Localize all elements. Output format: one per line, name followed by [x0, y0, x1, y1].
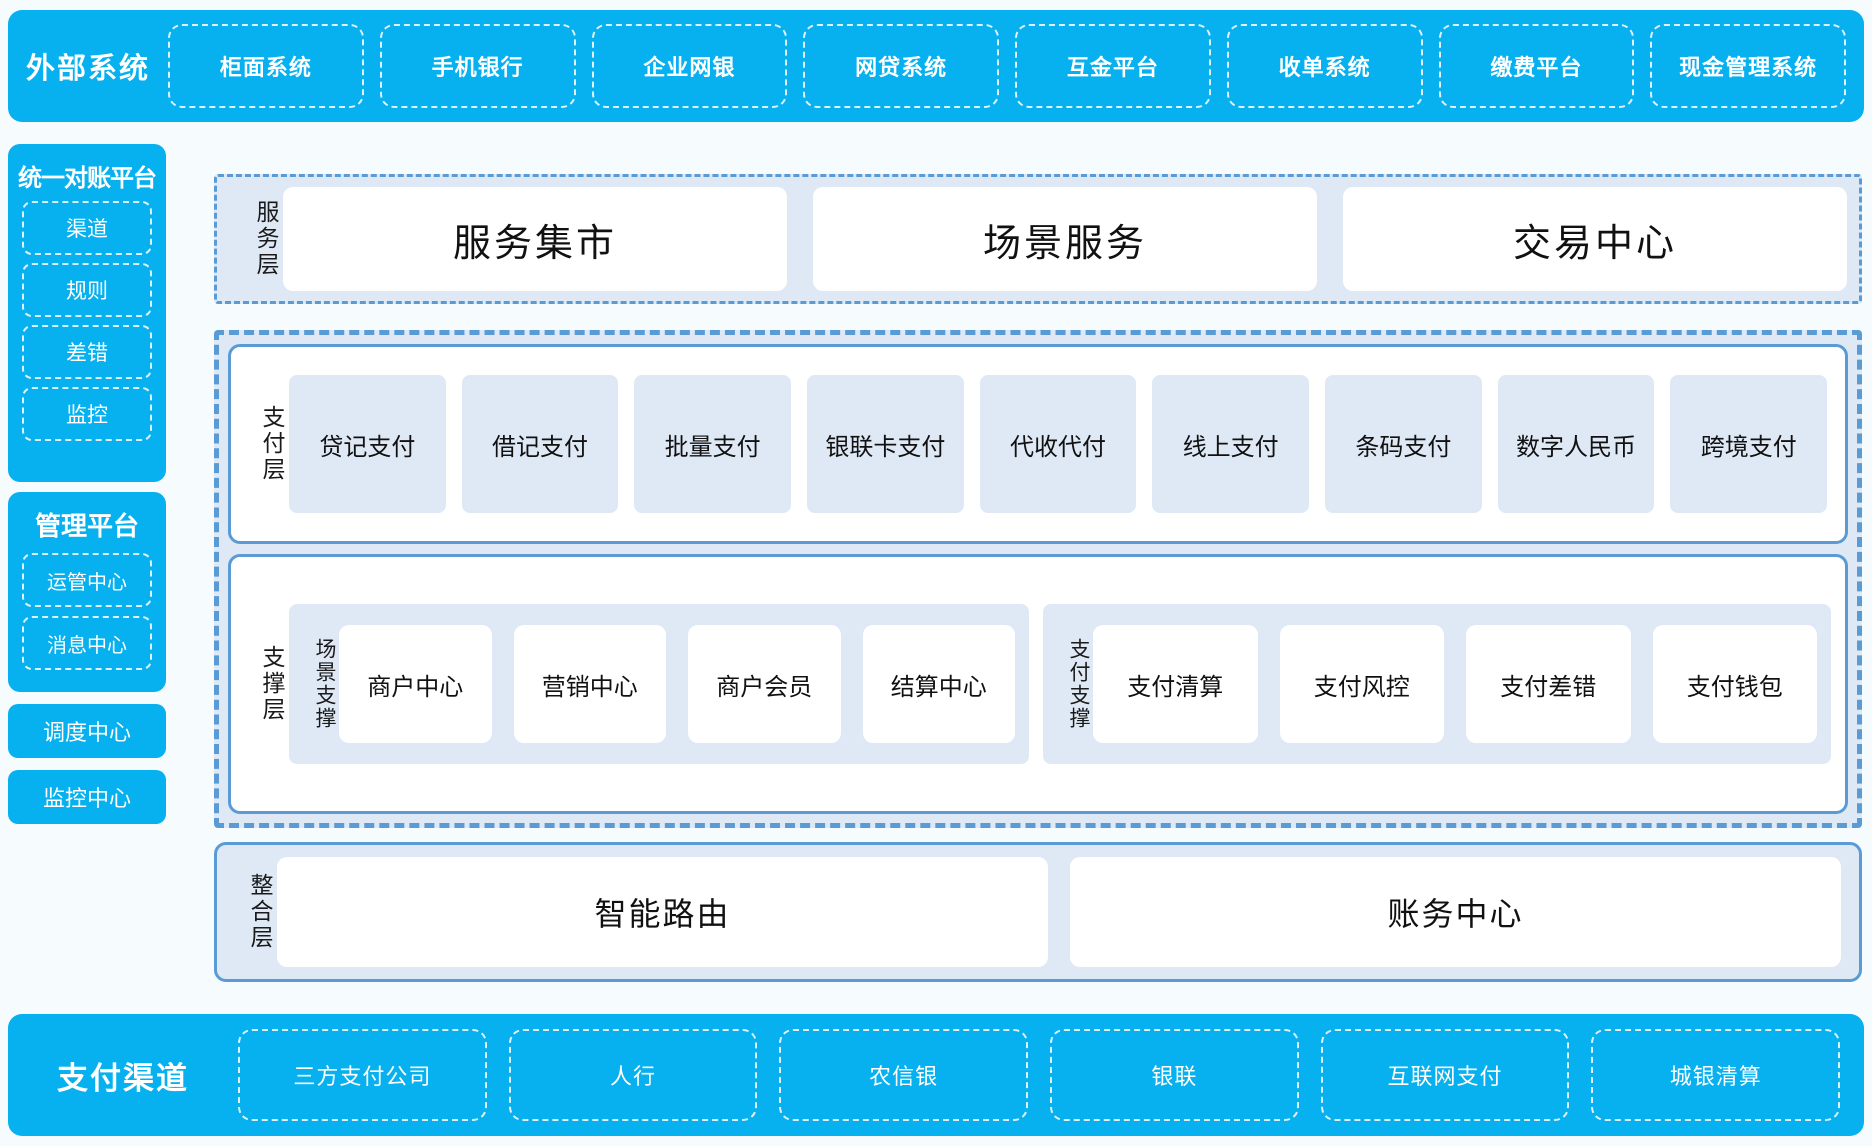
payment-risk-control-box[interactable]: 支付风控 [1279, 625, 1444, 743]
payment-item-collection-payment[interactable]: 代收代付 [979, 375, 1137, 513]
support-layer-container: 支撑层 场景支撑 商户中心 营销中心 商户会员 结算中心 支付支撑 支付清算 [228, 554, 1848, 814]
channel-item-third-party[interactable]: 三方支付公司 [238, 1029, 487, 1121]
reconciliation-platform-title: 统一对账平台 [18, 165, 157, 192]
external-systems-title: 外部系统 [25, 53, 150, 85]
payment-item-batch[interactable]: 批量支付 [634, 375, 792, 513]
payment-clearing-box[interactable]: 支付清算 [1093, 625, 1258, 743]
external-system-item[interactable]: 手机银行 [379, 24, 576, 108]
accounting-center-box[interactable]: 账务中心 [1070, 857, 1841, 967]
core-layers-container: 支付层 贷记支付 借记支付 批量支付 银联卡支付 代收代付 线上支付 条码支付 … [214, 330, 1862, 828]
sidebar-item-channel[interactable]: 渠道 [22, 201, 152, 255]
service-layer-container: 服务层 服务集市 场景服务 交易中心 [214, 174, 1862, 304]
integration-layer-items: 智能路由 账务中心 [277, 857, 1841, 967]
sidebar-item-message-center[interactable]: 消息中心 [22, 616, 152, 670]
channel-item-internet-payment[interactable]: 互联网支付 [1320, 1029, 1570, 1121]
sidebar-item-monitor[interactable]: 监控 [22, 387, 152, 441]
sidebar-item-error[interactable]: 差错 [22, 325, 152, 379]
payment-item-barcode[interactable]: 条码支付 [1325, 375, 1482, 513]
external-system-item[interactable]: 缴费平台 [1438, 24, 1635, 108]
external-systems-band: 外部系统 柜面系统 手机银行 企业网银 网贷系统 互金平台 收单系统 缴费平台 … [8, 10, 1864, 122]
scenario-support-group: 场景支撑 商户中心 营销中心 商户会员 结算中心 [289, 604, 1029, 764]
sidebar-item-monitoring-center[interactable]: 监控中心 [8, 770, 166, 824]
payment-layer-label: 支付层 [259, 405, 285, 483]
external-system-item[interactable]: 现金管理系统 [1650, 24, 1846, 108]
smart-routing-box[interactable]: 智能路由 [277, 857, 1048, 967]
settlement-center-box[interactable]: 结算中心 [862, 625, 1015, 743]
management-platform-title: 管理平台 [34, 511, 139, 541]
service-layer-label: 服务层 [253, 200, 279, 278]
external-system-item[interactable]: 收单系统 [1226, 24, 1423, 108]
payment-item-debit[interactable]: 借记支付 [461, 375, 619, 513]
support-layer-label: 支撑层 [259, 645, 285, 723]
merchant-center-box[interactable]: 商户中心 [339, 625, 492, 743]
payment-channel-items: 三方支付公司 人行 农信银 银联 互联网支付 城银清算 [238, 1029, 1841, 1121]
external-system-item[interactable]: 柜面系统 [168, 24, 364, 108]
payment-layer-items: 贷记支付 借记支付 批量支付 银联卡支付 代收代付 线上支付 条码支付 数字人民… [289, 375, 1828, 513]
payment-error-box[interactable]: 支付差错 [1466, 625, 1631, 743]
management-platform-card: 管理平台 运管中心 消息中心 [8, 492, 166, 692]
channel-item-pboc[interactable]: 人行 [508, 1029, 758, 1121]
scenario-service-box[interactable]: 场景服务 [813, 187, 1317, 291]
external-system-item[interactable]: 互金平台 [1015, 24, 1211, 108]
payment-channel-band: 支付渠道 三方支付公司 人行 农信银 银联 互联网支付 城银清算 [8, 1014, 1864, 1136]
payment-item-online[interactable]: 线上支付 [1152, 375, 1310, 513]
scenario-support-label: 场景支撑 [313, 638, 336, 730]
merchant-member-box[interactable]: 商户会员 [688, 625, 841, 743]
channel-item-rcc[interactable]: 农信银 [779, 1029, 1029, 1121]
external-system-item[interactable]: 网贷系统 [803, 24, 999, 108]
payment-item-cross-border[interactable]: 跨境支付 [1670, 375, 1828, 513]
service-layer-items: 服务集市 场景服务 交易中心 [283, 187, 1847, 291]
sidebar-item-scheduling-center[interactable]: 调度中心 [8, 704, 166, 758]
service-marketplace-box[interactable]: 服务集市 [283, 187, 787, 291]
payment-support-label: 支付支撑 [1067, 638, 1090, 730]
external-systems-items: 柜面系统 手机银行 企业网银 网贷系统 互金平台 收单系统 缴费平台 现金管理系… [168, 24, 1846, 108]
payment-item-unionpay-card[interactable]: 银联卡支付 [807, 375, 964, 513]
sidebar-item-operations-center[interactable]: 运管中心 [22, 553, 152, 607]
reconciliation-platform-card: 统一对账平台 渠道 规则 差错 监控 [8, 144, 166, 482]
integration-layer-container: 整合层 智能路由 账务中心 [214, 842, 1862, 982]
external-system-item[interactable]: 企业网银 [591, 24, 788, 108]
support-layer-groups: 场景支撑 商户中心 营销中心 商户会员 结算中心 支付支撑 支付清算 支付风控 … [289, 604, 1831, 764]
transaction-center-box[interactable]: 交易中心 [1343, 187, 1847, 291]
payment-item-credit[interactable]: 贷记支付 [289, 375, 446, 513]
payment-support-items: 支付清算 支付风控 支付差错 支付钱包 [1093, 625, 1817, 743]
integration-layer-label: 整合层 [247, 873, 273, 951]
channel-item-city-bank-clearing[interactable]: 城银清算 [1591, 1029, 1841, 1121]
payment-wallet-box[interactable]: 支付钱包 [1652, 625, 1817, 743]
marketing-center-box[interactable]: 营销中心 [513, 625, 666, 743]
payment-layer-container: 支付层 贷记支付 借记支付 批量支付 银联卡支付 代收代付 线上支付 条码支付 … [228, 344, 1848, 544]
sidebar-item-rule[interactable]: 规则 [22, 263, 152, 317]
payment-item-digital-rmb[interactable]: 数字人民币 [1497, 375, 1655, 513]
payment-channel-title: 支付渠道 [57, 1060, 189, 1096]
payment-support-group: 支付支撑 支付清算 支付风控 支付差错 支付钱包 [1043, 604, 1831, 764]
channel-item-unionpay[interactable]: 银联 [1050, 1029, 1299, 1121]
scenario-support-items: 商户中心 营销中心 商户会员 结算中心 [339, 625, 1015, 743]
